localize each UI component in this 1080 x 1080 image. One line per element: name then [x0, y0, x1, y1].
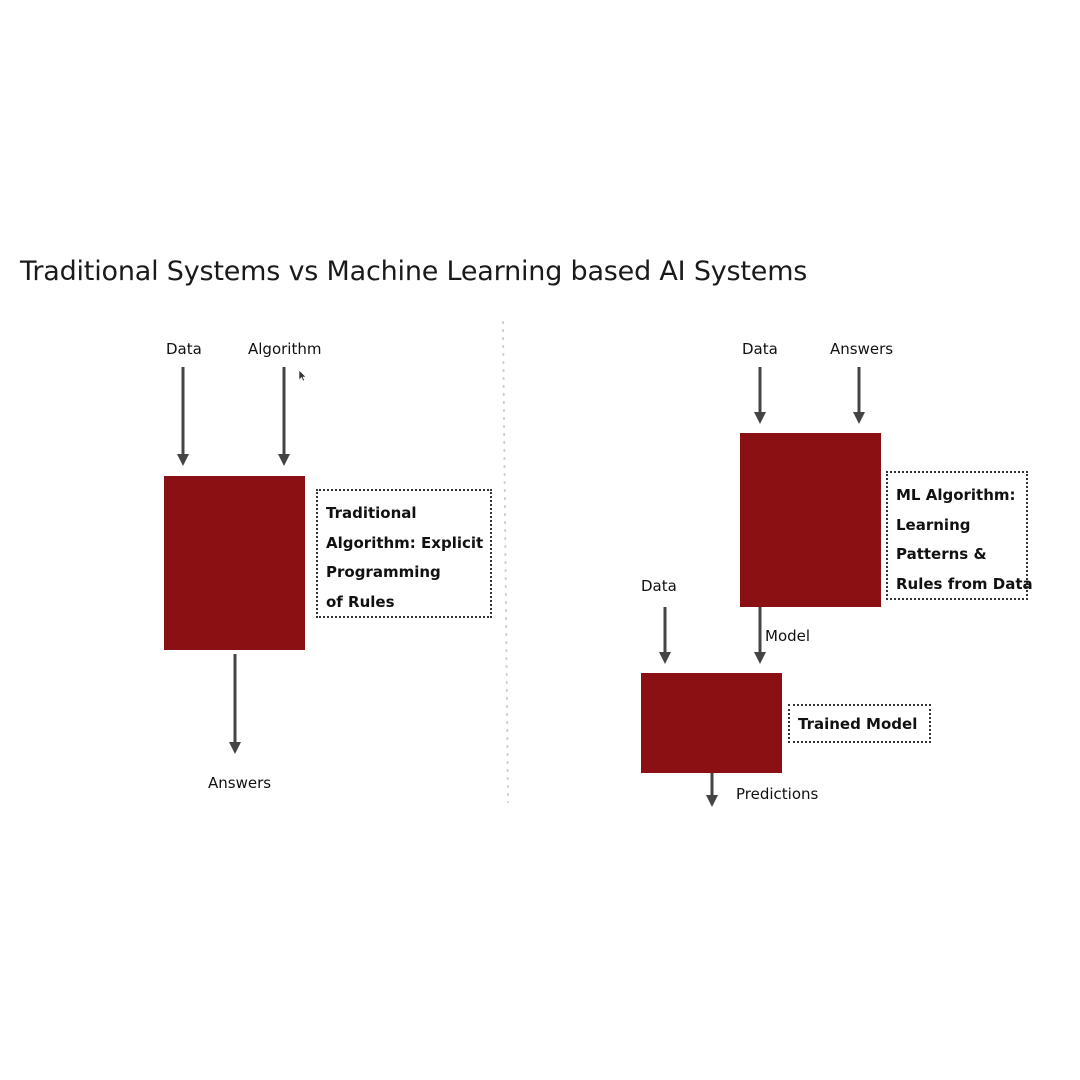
trad-algorithm-label: Algorithm [248, 340, 322, 358]
ml-algorithm-note: ML Algorithm: Learning Patterns & Rules … [886, 471, 1033, 600]
ml-algorithm-box [740, 433, 881, 607]
trad-note-line: of Rules [326, 592, 395, 611]
slide-title: Traditional Systems vs Machine Learning … [20, 256, 808, 287]
model-label: Model [765, 627, 811, 645]
traditional-algorithm-note: Traditional Algorithm: Explicit Programm… [316, 489, 492, 618]
ml-note-line: Learning [896, 515, 971, 534]
ml-note-line: Rules from Data [896, 574, 1033, 593]
predictions-label: Predictions [736, 785, 819, 803]
trained-model-box [641, 673, 782, 773]
trad-data-label: Data [166, 340, 202, 358]
ml-note-line: ML Algorithm: [896, 486, 1016, 504]
trad-note-line: Traditional [326, 504, 417, 522]
mouse-cursor-icon [298, 369, 307, 382]
inference-data-label: Data [641, 577, 677, 595]
trad-answers-label: Answers [208, 774, 272, 792]
ml-answers-label: Answers [830, 340, 894, 358]
ml-data-label: Data [742, 340, 778, 358]
trained-model-note: Trained Model [788, 704, 931, 743]
trad-note-line: Algorithm: Explicit [326, 533, 484, 552]
section-divider [502, 321, 509, 803]
traditional-system-box [164, 476, 305, 650]
trained-model-note-text: Trained Model [798, 715, 918, 733]
trad-note-line: Programming [326, 563, 441, 581]
ml-note-line: Patterns & [896, 545, 987, 563]
